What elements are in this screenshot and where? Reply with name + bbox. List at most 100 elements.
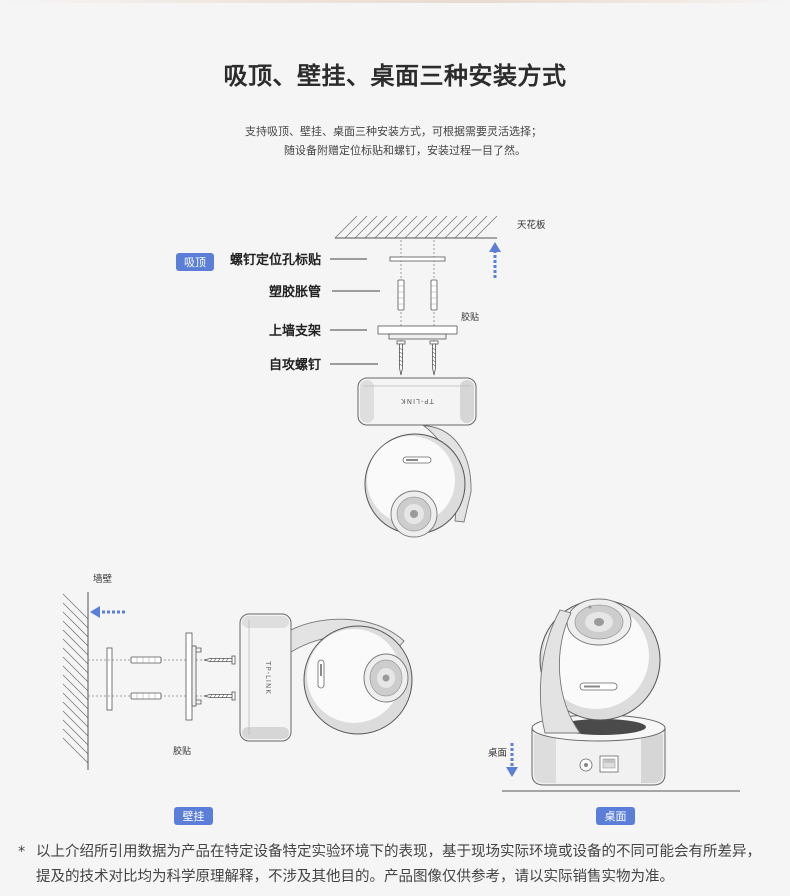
hatch-line	[394, 215, 418, 239]
camera-base-shade-right	[460, 380, 474, 423]
camera-base-body	[531, 727, 666, 786]
badge-ceiling-mount-label: 吸顶	[184, 256, 206, 269]
badge-wall-mount: 壁挂	[174, 807, 213, 825]
arrow-down-icon	[506, 743, 518, 777]
hatch-line	[62, 728, 89, 755]
arrow-up-head	[489, 242, 501, 252]
footnote-line: 以上介绍所引用数据为产品在特定设备特定实验环境下的表现，基于现场实际环境或设备的…	[36, 844, 761, 860]
hatch-line	[62, 683, 89, 710]
self-tapping-screw	[396, 340, 406, 376]
wall-surface-label: 墙壁	[93, 573, 113, 585]
badge-desk-mount: 桌面	[596, 807, 635, 825]
sd-card-slot-inner	[584, 685, 600, 688]
adhesive-label-ceiling: 胶贴	[461, 311, 479, 323]
camera-arm	[290, 618, 405, 653]
hatch-line	[424, 215, 448, 239]
anchor-body	[130, 656, 162, 664]
hatch-line	[62, 611, 89, 638]
arrow-up-icon	[489, 242, 501, 278]
plastic-wall-anchor	[130, 692, 162, 700]
arrow-left-icon	[90, 606, 125, 618]
lens-center	[410, 510, 418, 518]
camera-arm	[539, 609, 581, 734]
bracket-hooks	[196, 647, 202, 705]
camera-base-shade-left	[360, 380, 374, 423]
part-label-plastic-anchor: 塑胶胀管	[269, 284, 321, 300]
hatch-line	[474, 215, 498, 239]
screw-head	[396, 340, 406, 345]
hatch-line	[62, 638, 89, 665]
ethernet-port-pins	[604, 759, 614, 763]
page-title: 吸顶、壁挂、桌面三种安装方式	[223, 62, 567, 90]
screw-thread	[209, 657, 229, 663]
screw-position-sticker	[389, 256, 446, 262]
camera-desk	[531, 598, 666, 786]
hatch-line	[414, 215, 438, 239]
anchor-ribs	[398, 285, 404, 305]
desk-surface-label: 桌面	[488, 747, 507, 759]
ceiling-mount-diagram: 天花板 吸顶 螺钉定位孔标贴 塑胶胀管 上墙支架 自攻螺钉 胶贴	[176, 215, 546, 538]
desk-mount-diagram: 桌面 桌面	[488, 598, 740, 825]
hatch-line	[62, 674, 89, 701]
camera-base-opening	[558, 719, 646, 735]
camera-base	[357, 377, 477, 426]
hatch-line	[354, 215, 378, 239]
subtitle-line: 随设备附赠定位标贴和螺钉，安装过程一目了然。	[284, 144, 526, 157]
screw-head	[429, 340, 439, 345]
lens-center	[594, 618, 604, 626]
ceiling-hatching	[334, 215, 498, 239]
camera-lens	[390, 490, 438, 538]
adhesive-label-wall: 胶贴	[173, 745, 191, 757]
anchor-ribs	[431, 285, 437, 305]
hatch-line	[62, 665, 89, 692]
hatch-line	[344, 215, 368, 239]
hatch-line	[364, 215, 388, 239]
bracket-tab	[191, 645, 197, 707]
arrow-left-head	[90, 606, 100, 618]
camera-lens	[566, 598, 632, 646]
hatch-line	[62, 629, 89, 656]
hatch-line	[384, 215, 408, 239]
screw-head	[231, 691, 236, 701]
camera-base-shade-right	[641, 734, 663, 783]
hatch-line	[62, 737, 89, 764]
hatch-line	[62, 647, 89, 674]
brand-logo-ceiling: TP-LINK	[400, 397, 435, 405]
screw-thread	[431, 347, 437, 367]
anchor-ribs	[136, 693, 156, 699]
ceiling-surface-label: 天花板	[517, 219, 546, 231]
hatch-line	[62, 620, 89, 647]
badge-desk-mount-label: 桌面	[605, 810, 627, 823]
hatch-line	[334, 215, 358, 239]
power-port-pin	[584, 763, 588, 767]
hatch-line	[444, 215, 468, 239]
camera-base	[239, 613, 292, 742]
camera-base-shade-left	[534, 734, 556, 783]
hatch-line	[434, 215, 458, 239]
camera-base-shade-bottom	[242, 727, 289, 739]
hatch-line	[464, 215, 488, 239]
camera-ceiling: TP-LINK	[357, 377, 477, 538]
anchor-body	[430, 279, 438, 311]
indicator-dot	[588, 605, 592, 609]
hatch-line	[404, 215, 428, 239]
hatch-line	[62, 701, 89, 728]
footnote-line: 提及的技术对比均为科学原理解释，不涉及其他目的。产品图像仅供参考，请以实际销售实…	[36, 869, 674, 885]
sd-card-slot-inner	[406, 459, 418, 461]
hatch-line	[62, 602, 89, 629]
ethernet-port	[599, 755, 619, 773]
top-image-strip	[0, 0, 790, 3]
hatch-line	[62, 656, 89, 683]
screw-thread	[209, 693, 229, 699]
brand-logo-wall: TP-LINK	[264, 660, 272, 695]
hatch-line	[374, 215, 398, 239]
wall-hatching	[62, 593, 89, 764]
part-label-screw-position-sticker: 螺钉定位孔标贴	[230, 252, 321, 268]
screw-thread	[398, 347, 404, 367]
plastic-wall-anchor	[130, 656, 162, 664]
bracket-tab	[388, 333, 447, 340]
plastic-wall-anchor	[397, 279, 405, 311]
screw-shaft	[203, 658, 233, 662]
camera-base-shade-top	[242, 616, 289, 628]
